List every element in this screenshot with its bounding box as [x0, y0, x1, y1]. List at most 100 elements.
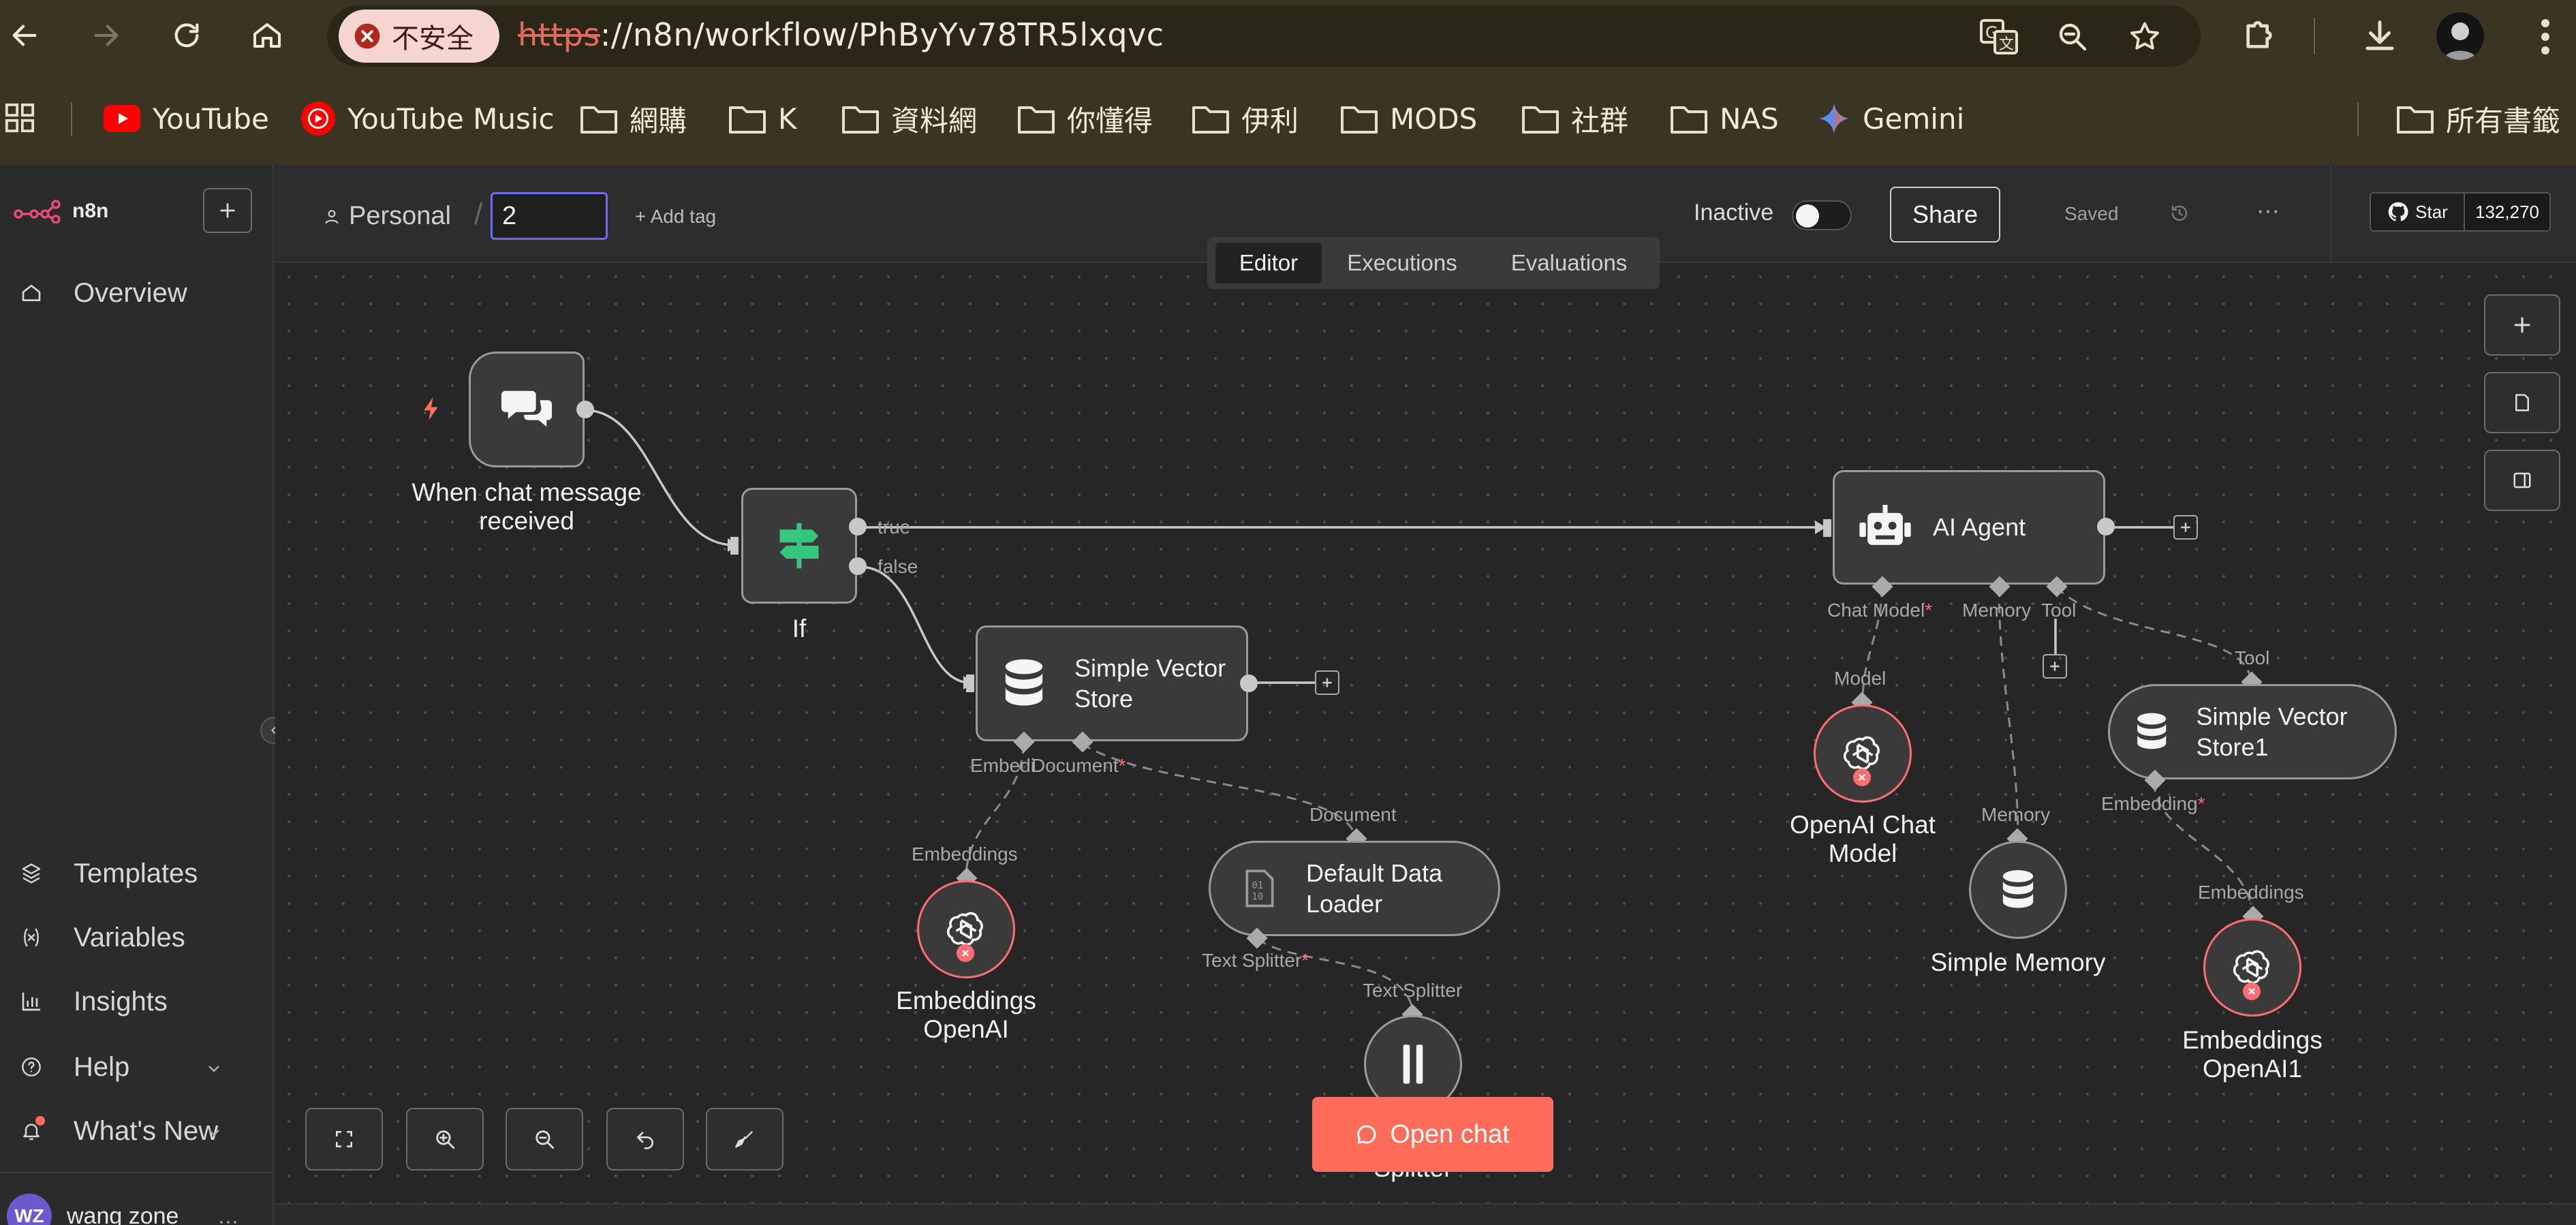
node-simple-vector-store1[interactable]: Simple Vector Store1	[2108, 684, 2397, 779]
user-name[interactable]: wang zone	[67, 1203, 179, 1225]
user-menu-button[interactable]: ···	[218, 1210, 238, 1225]
share-button[interactable]: Share	[1890, 187, 2000, 243]
bookmark-folder[interactable]: NAS	[1671, 99, 1779, 138]
add-node-panel-button[interactable]	[2484, 294, 2560, 356]
n8n-logo[interactable]: n8n	[14, 199, 108, 223]
reload-button[interactable]	[165, 14, 208, 57]
input-handle[interactable]	[730, 537, 739, 555]
connection-text-splitter	[1257, 937, 1414, 1016]
bookmark-folder[interactable]: MODS	[1341, 99, 1477, 138]
add-tool-button[interactable]	[2043, 654, 2067, 679]
fit-view-button[interactable]	[305, 1108, 383, 1170]
user-avatar[interactable]: WZ	[7, 1194, 52, 1225]
bookmark-star-button[interactable]	[2127, 19, 2162, 58]
node-openai-chat-model[interactable]	[1814, 704, 1912, 803]
add-tag-button[interactable]: + Add tag	[635, 206, 717, 227]
bookmark-label: MODS	[1390, 102, 1478, 136]
output-handle-false[interactable]	[849, 557, 867, 575]
home-icon	[22, 285, 41, 301]
apps-button[interactable]	[4, 102, 35, 137]
output-handle[interactable]	[1240, 674, 1258, 692]
output-handle[interactable]	[576, 401, 594, 418]
connection-chat-model	[1861, 587, 1883, 702]
svg-text:01: 01	[1252, 880, 1263, 891]
node-embeddings-openai[interactable]	[917, 880, 1015, 978]
input-handle[interactable]	[966, 674, 974, 692]
zoom-out-button[interactable]	[506, 1108, 583, 1170]
workflow-menu-button[interactable]: ···	[2256, 198, 2280, 223]
url-text[interactable]: https://n8n/workflow/PhByYv78TR5lxqvc	[518, 16, 1164, 53]
help-chevron[interactable]	[206, 1060, 222, 1080]
home-button[interactable]	[245, 14, 289, 57]
sidebar-item-overview[interactable]: Overview	[16, 273, 187, 313]
tidy-up-button[interactable]	[706, 1108, 783, 1170]
add-node-button[interactable]	[1315, 670, 1339, 695]
bookmark-youtube[interactable]: YouTube	[104, 99, 269, 138]
bookmark-gemini[interactable]: Gemini	[1818, 99, 1964, 138]
node-title: Default Data Loader	[1306, 859, 1443, 918]
back-button[interactable]	[3, 14, 46, 57]
add-node-button[interactable]	[2173, 515, 2198, 540]
node-embeddings-openai1[interactable]	[2203, 918, 2301, 1017]
sidebar-item-insights[interactable]: Insights	[16, 981, 168, 1022]
node-ai-agent[interactable]: AI Agent	[1833, 470, 2105, 585]
bottom-logs-panel[interactable]	[275, 1203, 2576, 1225]
undo-button[interactable]	[606, 1108, 684, 1170]
browser-menu-button[interactable]	[2539, 16, 2552, 61]
tab-executions[interactable]: Executions	[1347, 250, 1457, 275]
sticky-note-button[interactable]	[2484, 372, 2560, 433]
forward-button[interactable]	[84, 14, 128, 57]
bookmark-folder[interactable]: K	[729, 99, 797, 138]
github-star-button[interactable]: Star 132,270	[2370, 192, 2551, 232]
plus-icon	[220, 203, 235, 218]
node-chat-trigger[interactable]	[469, 352, 585, 467]
toggle-panel-button[interactable]	[2484, 450, 2560, 511]
security-chip[interactable]: 不安全	[339, 10, 499, 63]
close-icon	[2248, 988, 2255, 995]
all-bookmarks-folder[interactable]: 所有書籤	[2397, 99, 2560, 138]
node-simple-vector-store[interactable]: Simple Vector Store	[976, 625, 1248, 741]
zoom-button[interactable]	[2056, 20, 2089, 57]
output-handle-true[interactable]	[849, 518, 867, 536]
bookmark-folder[interactable]: 社群	[1522, 99, 1628, 138]
extensions-button[interactable]	[2240, 16, 2278, 58]
workflow-name-input[interactable]: 2	[491, 192, 608, 240]
url-path: ://n8n/workflow/PhByYv78TR5lxqvc	[600, 16, 1164, 53]
port-label-document: Document*	[1031, 755, 1126, 776]
whats-new-chevron[interactable]	[206, 1124, 222, 1144]
bookmark-folder[interactable]: 資料網	[842, 99, 977, 138]
plus-icon	[1322, 678, 1332, 687]
note-icon	[2515, 394, 2529, 412]
bookmark-folder[interactable]: 你懂得	[1018, 99, 1153, 138]
tab-evaluations[interactable]: Evaluations	[1510, 250, 1628, 275]
project-breadcrumb[interactable]: Personal	[323, 202, 451, 231]
port-label-memory: Memory	[1962, 600, 2032, 621]
port-label-model-in: Model	[1834, 668, 1887, 689]
sidebar-item-templates[interactable]: Templates	[16, 853, 198, 894]
input-handle[interactable]	[1823, 519, 1831, 537]
bookmark-youtube-music[interactable]: YouTube Music	[301, 99, 555, 138]
output-handle[interactable]	[2097, 518, 2115, 536]
node-if[interactable]	[741, 488, 857, 604]
bookmark-folder[interactable]: 伊利	[1192, 99, 1299, 138]
zoom-in-button[interactable]	[406, 1108, 484, 1170]
sidebar-item-help[interactable]: Help	[16, 1046, 228, 1087]
bell-icon	[23, 1123, 40, 1141]
active-toggle[interactable]	[1792, 200, 1852, 230]
plus-icon	[2181, 523, 2190, 532]
downloads-button[interactable]	[2361, 18, 2398, 58]
tab-editor[interactable]: Editor	[1215, 243, 1322, 283]
bookmark-folder[interactable]: 網購	[580, 99, 687, 138]
create-button[interactable]	[203, 188, 252, 233]
profile-avatar[interactable]	[2436, 12, 2484, 60]
folder-icon	[1522, 106, 1559, 134]
open-chat-button[interactable]: Open chat	[1312, 1097, 1553, 1172]
sidebar-item-whats-new[interactable]: What's New	[16, 1111, 228, 1151]
address-bar[interactable]	[327, 5, 2201, 67]
sidebar-item-variables[interactable]: Variables	[16, 917, 185, 958]
history-button[interactable]	[2169, 203, 2190, 227]
node-simple-memory[interactable]	[1969, 841, 2067, 939]
